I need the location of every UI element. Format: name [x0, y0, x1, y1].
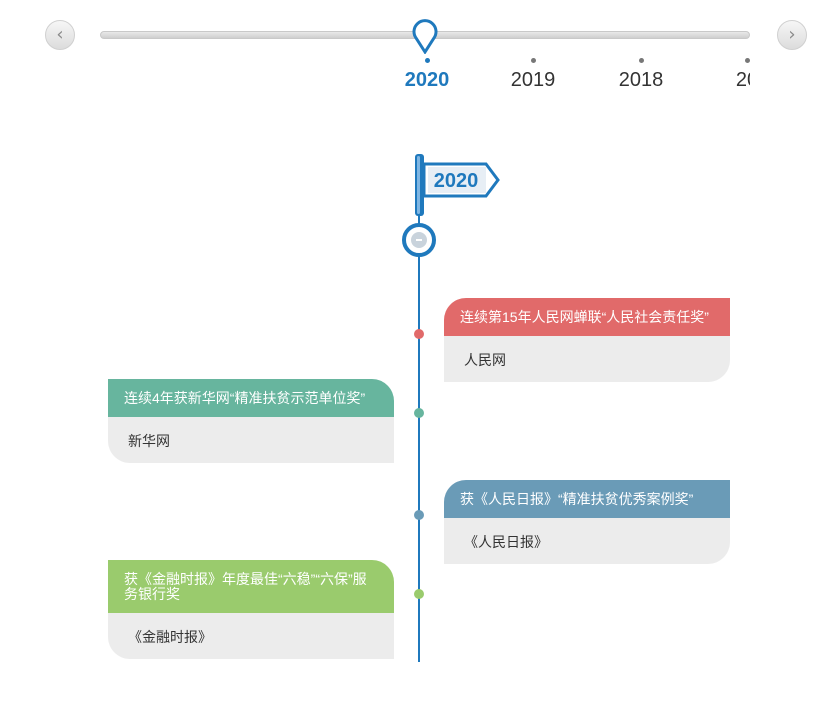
card-title: 获《人民日报》“精准扶贫优秀案例奖”: [444, 480, 730, 518]
year-item-partial[interactable]: 20: [718, 58, 750, 92]
year-dot: [744, 58, 750, 63]
prev-year-button[interactable]: ‹: [45, 20, 75, 50]
card-title: 连续第15年人民网蝉联“人民社会责任奖”: [444, 298, 730, 336]
timeline-dot: [414, 510, 424, 520]
year-item-2019[interactable]: 2019: [504, 58, 562, 92]
slider-pin-icon[interactable]: [409, 16, 441, 54]
timeline-dot: [414, 589, 424, 599]
timeline-card: 获《金融时报》年度最佳“六稳”“六保”服务银行奖 《金融时报》: [108, 560, 394, 659]
next-year-button[interactable]: ›: [777, 20, 807, 50]
timeline-line: [418, 200, 420, 662]
year-label: 20: [735, 69, 750, 91]
year-dot: [530, 58, 536, 63]
year-label: 2020: [404, 69, 450, 91]
timeline-dot: [414, 408, 424, 418]
year-label: 2019: [510, 69, 556, 91]
card-title: 连续4年获新华网“精准扶贫示范单位奖”: [108, 379, 394, 417]
card-source: 人民网: [444, 336, 730, 382]
timeline-dot: [414, 329, 424, 339]
timeline-card: 连续第15年人民网蝉联“人民社会责任奖” 人民网: [444, 298, 730, 382]
year-item-2018[interactable]: 2018: [612, 58, 670, 92]
year-dot: [638, 58, 644, 63]
card-source: 《人民日报》: [444, 518, 730, 564]
minus-icon: [416, 239, 422, 241]
card-title: 获《金融时报》年度最佳“六稳”“六保”服务银行奖: [108, 560, 394, 613]
year-label: 2018: [618, 69, 664, 91]
timeline-card: 获《人民日报》“精准扶贫优秀案例奖” 《人民日报》: [444, 480, 730, 564]
year-item-2020[interactable]: 2020: [398, 58, 456, 92]
year-list: 2020 2019 2018 20: [398, 58, 750, 102]
year-dot: [424, 58, 430, 63]
card-source: 《金融时报》: [108, 613, 394, 659]
timeline-card: 连续4年获新华网“精准扶贫示范单位奖” 新华网: [108, 379, 394, 463]
chevron-left-icon: ‹: [56, 24, 64, 45]
year-flag-icon: 2020: [415, 154, 500, 216]
flag-year-label: 2020: [434, 170, 479, 192]
chevron-right-icon: ›: [788, 24, 796, 45]
collapse-toggle-button[interactable]: [402, 223, 436, 257]
card-source: 新华网: [108, 417, 394, 463]
